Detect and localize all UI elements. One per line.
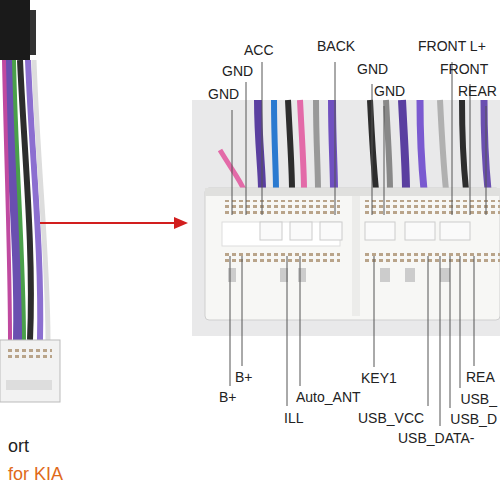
caption-fragment: ort — [8, 436, 29, 456]
pin-label: GND — [222, 63, 253, 79]
pin-label: FRONT L+ — [418, 38, 486, 54]
pin-label: USB_VCC — [358, 410, 424, 426]
pin-label: REAR — [458, 83, 497, 99]
pin-label: Auto_ANT — [296, 389, 361, 405]
pin-label: ILL — [284, 410, 303, 426]
pin-label: GND — [208, 86, 239, 102]
pin-label: BACK — [317, 38, 355, 54]
pin-label: GND — [374, 83, 405, 99]
left-harness — [0, 0, 60, 402]
pin-label: USB_ — [460, 391, 497, 407]
pin-label: KEY1 — [361, 370, 397, 386]
caption-fragment: for KIA — [8, 464, 63, 484]
pin-label: REA — [466, 369, 495, 385]
pin-label: ACC — [244, 42, 274, 58]
leader-lines — [230, 62, 486, 426]
pin-label: B+ — [235, 369, 253, 385]
pin-label: FRONT — [440, 61, 488, 77]
pin-label: USB_DATA- — [398, 430, 475, 446]
connector-photo — [192, 100, 500, 336]
pin-label: B+ — [219, 389, 237, 405]
red-arrow — [40, 217, 188, 229]
pin-label: USB_D — [450, 411, 497, 427]
pin-label: GND — [357, 61, 388, 77]
